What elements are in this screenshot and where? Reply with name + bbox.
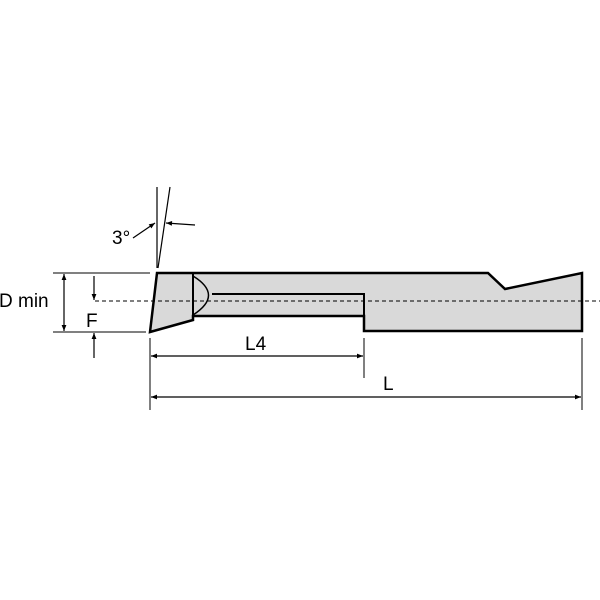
angle-label: 3° [112,228,130,249]
f-label: F [86,311,98,332]
head-arc [192,275,210,316]
angle-slant-line [157,186,171,269]
angle-arrow-right [165,221,196,226]
dmin-label: D min [0,291,49,312]
neck-groove [212,293,365,316]
angle-arrow-left [132,222,156,239]
tool-body [148,271,584,334]
l4-label: L4 [245,334,267,355]
l-label: L [383,374,394,395]
